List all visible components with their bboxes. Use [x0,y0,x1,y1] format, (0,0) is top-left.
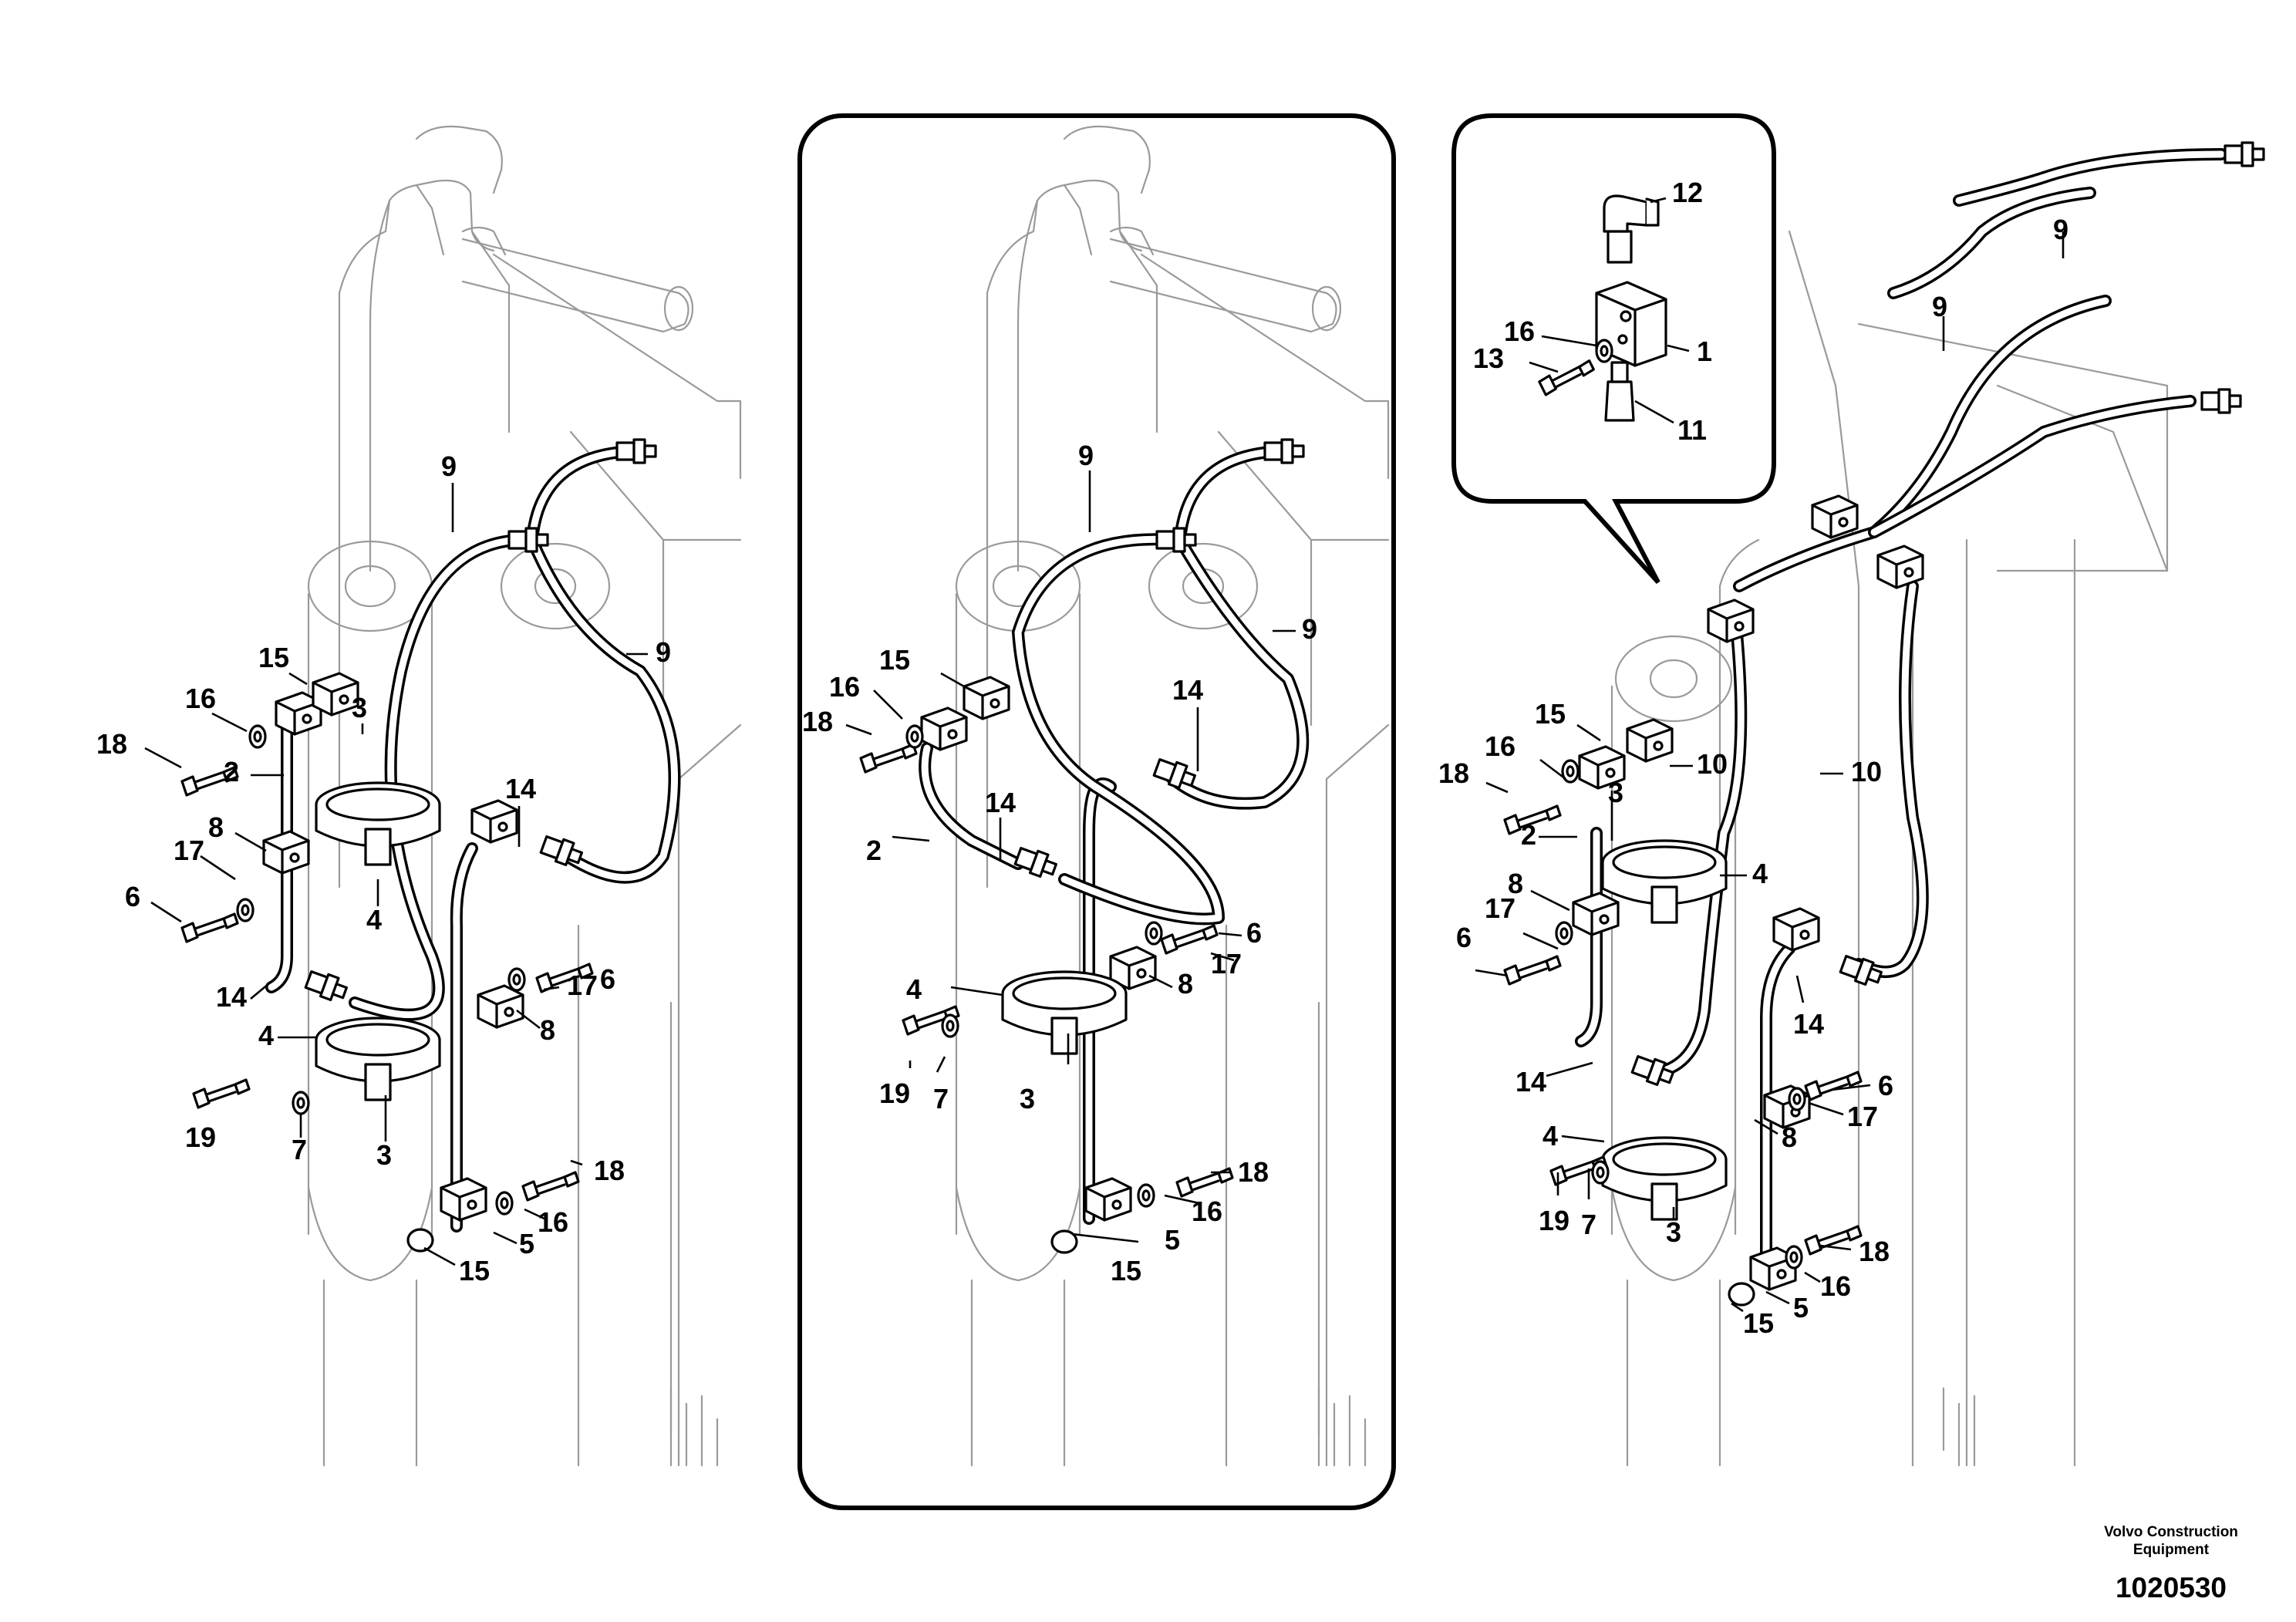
callout-label: 17 [567,969,598,1001]
callout-label: 18 [1238,1156,1269,1188]
callout-label: 18 [96,728,127,760]
callout-label: 16 [829,671,860,703]
callout-label: 16 [185,683,216,714]
callout-label: 9 [1302,613,1317,645]
drawing-number: 1020530 [2115,1572,2227,1603]
callout-label: 5 [519,1228,534,1259]
callout-label: 4 [258,1020,274,1051]
callout-label: 15 [1743,1307,1774,1339]
callout-label: 14 [1172,674,1203,706]
view-detail [1536,194,1667,422]
view-left [180,125,742,1467]
brand-label: Volvo Construction Equipment [2044,1523,2296,1559]
callout-label: 18 [802,706,833,737]
callout-label: 10 [1697,748,1728,780]
callout-label: 16 [1504,315,1535,347]
callout-label: 14 [216,981,247,1013]
brand-line-2: Equipment [2132,1542,2210,1558]
callout-label: 9 [1078,440,1094,471]
callout-label: 4 [1542,1120,1558,1152]
callout-label: 17 [1211,948,1242,980]
callout-label: 18 [594,1155,625,1186]
callout-label: 7 [292,1134,307,1165]
callout-label: 8 [540,1014,555,1046]
callout-label: 2 [224,756,239,787]
callout-label: 2 [1521,819,1536,851]
view-middle [859,125,1390,1467]
callout-labels: 9 9 15 16 18 2 3 8 17 6 4 14 14 17 6 8 4… [96,177,2068,1339]
callout-label: 14 [1515,1066,1546,1098]
callout-label: 6 [1878,1070,1893,1101]
callout-label: 16 [538,1206,568,1238]
callout-label: 3 [352,692,367,723]
callout-label: 11 [1677,414,1707,446]
callout-label: 4 [906,973,922,1005]
callout-label: 15 [1535,698,1566,730]
brand-line-1: Volvo Construction [2104,1524,2238,1540]
callout-label: 10 [1851,756,1882,787]
callout-label: 6 [600,963,615,995]
callout-label: 9 [1932,291,1947,322]
callout-label: 8 [208,811,224,843]
callout-label: 8 [1178,968,1193,1000]
callout-label: 7 [1581,1209,1596,1240]
callout-label: 9 [2053,214,2068,245]
callout-label: 5 [1165,1224,1180,1256]
callout-label: 14 [985,787,1016,818]
callout-label: 19 [879,1077,910,1109]
callout-label: 5 [1793,1292,1809,1324]
callout-label: 16 [1820,1270,1851,1302]
callout-label: 14 [1793,1008,1824,1040]
callout-label: 17 [1847,1101,1878,1132]
callout-label: 9 [656,636,671,668]
callout-label: 8 [1782,1121,1797,1153]
callout-label: 3 [1020,1083,1035,1114]
callout-label: 12 [1672,177,1703,208]
callout-label: 15 [879,644,910,676]
callout-label: 3 [1608,777,1623,808]
callout-label: 3 [376,1139,392,1171]
callout-label: 3 [1666,1216,1681,1248]
callout-label: 6 [1246,917,1262,949]
callout-label: 15 [258,642,289,673]
callout-label: 6 [125,881,140,912]
callout-label: 15 [459,1255,490,1286]
callout-label: 4 [366,904,382,936]
callout-label: 15 [1111,1255,1141,1286]
callout-label: 4 [1752,858,1768,889]
callout-label: 17 [1485,892,1515,924]
callout-label: 6 [1456,922,1472,953]
callout-label: 9 [441,450,457,482]
callout-label: 19 [185,1121,216,1153]
callout-label: 8 [1508,868,1523,899]
callout-label: 7 [933,1083,949,1114]
leader-lines [144,197,2065,1313]
callout-label: 14 [505,773,536,804]
callout-label: 18 [1859,1236,1890,1267]
callout-label: 17 [174,835,204,866]
callout-label: 18 [1438,757,1469,789]
view-right [1503,141,2265,1467]
callout-label: 16 [1192,1195,1222,1227]
callout-label: 13 [1473,342,1504,374]
callout-label: 1 [1697,336,1712,367]
callout-label: 2 [866,835,882,866]
middle-view-frame [797,113,1396,1510]
callout-label: 19 [1539,1205,1569,1236]
callout-label: 16 [1485,730,1515,762]
detail-view-frame [1451,113,1776,585]
